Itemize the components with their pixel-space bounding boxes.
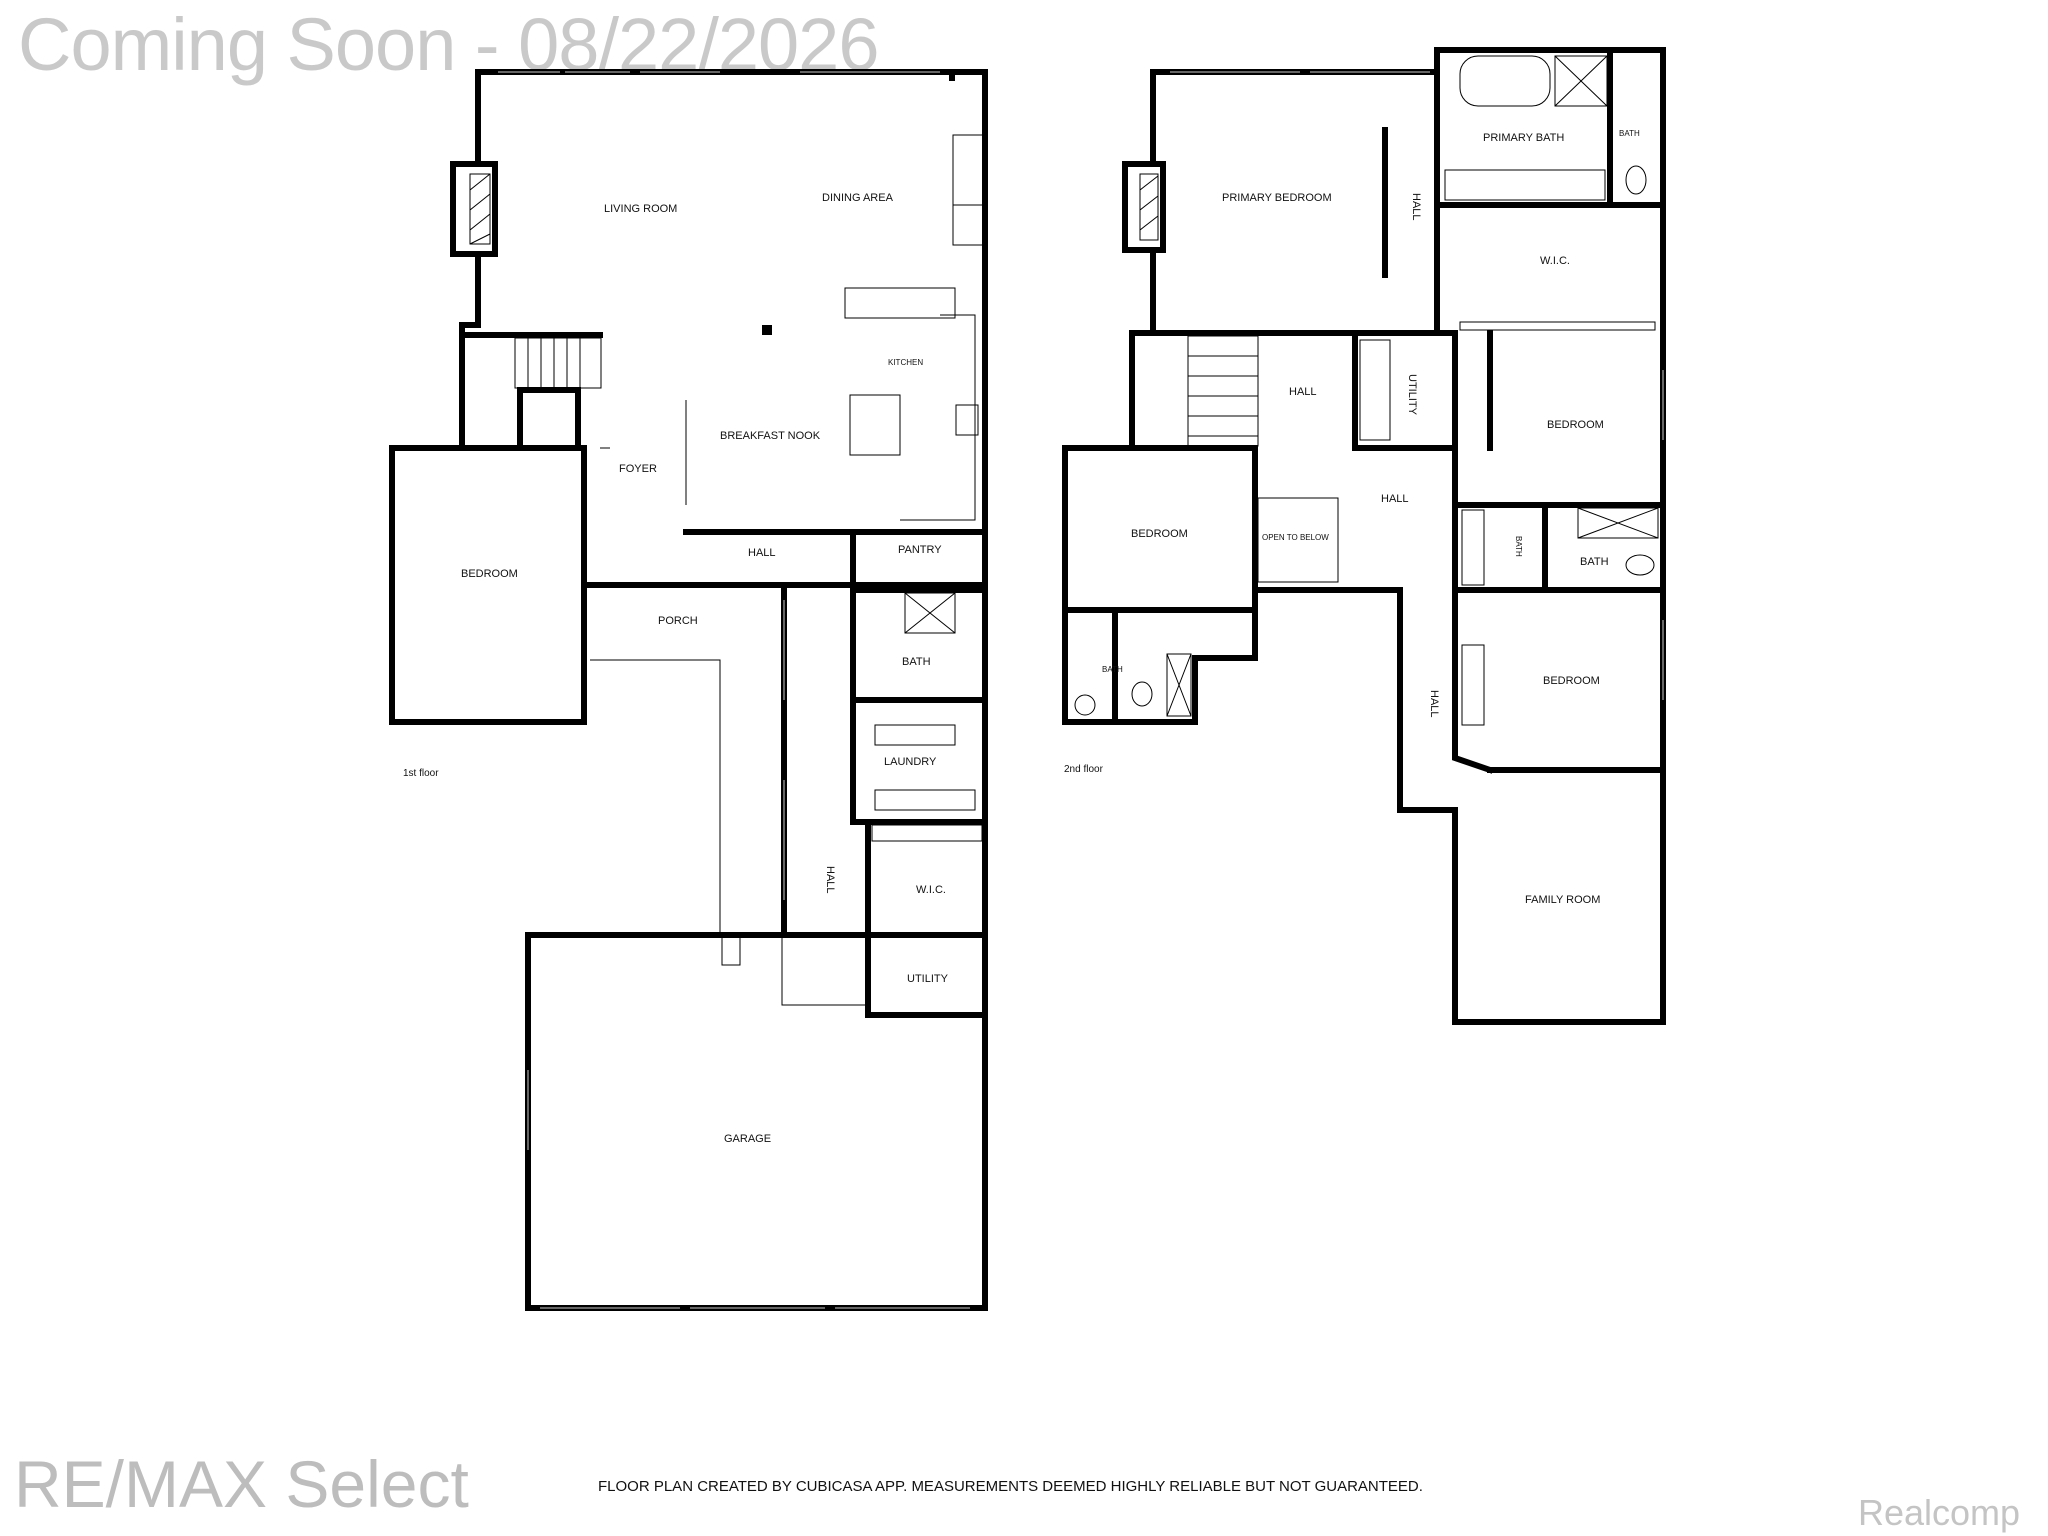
- fireplace-icon: [450, 161, 498, 257]
- room-label-porch: PORCH: [658, 615, 698, 627]
- stairs-icon: [514, 337, 602, 389]
- open-to-below-area: [1257, 497, 1339, 583]
- bathtub-icon: [1459, 55, 1551, 107]
- room-label-living-room: LIVING ROOM: [604, 203, 677, 215]
- room-label-utility: UTILITY: [907, 973, 949, 985]
- floor-label-second: 2nd floor: [1064, 764, 1104, 775]
- room-label-foyer: FOYER: [619, 463, 657, 475]
- room-label-dining-area: DINING AREA: [822, 192, 894, 204]
- room-label-family-room: FAMILY ROOM: [1525, 894, 1600, 906]
- stairs-icon-2: [1187, 335, 1259, 447]
- brand-watermark: RE/MAX Select: [14, 1447, 469, 1521]
- room-label-bedroom: BEDROOM: [461, 568, 518, 580]
- room-label-hall-2: HALL: [824, 866, 836, 894]
- room-label-wic-2: W.I.C.: [1540, 255, 1570, 267]
- room-label-bedroom-east-2: BEDROOM: [1543, 675, 1600, 687]
- room-label-hall-top: HALL: [1410, 193, 1422, 221]
- room-label-bath-west: BATH: [1102, 665, 1123, 674]
- room-label-hall-vertical: HALL: [1428, 690, 1440, 718]
- room-label-bedroom-east-1: BEDROOM: [1547, 419, 1604, 431]
- shower-icon-3: [1166, 653, 1192, 717]
- room-label-wic: W.I.C.: [916, 884, 946, 896]
- second-floor-plan: PRIMARY BEDROOM PRIMARY BATH BATH HALL W…: [1062, 47, 1666, 1025]
- room-label-laundry: LAUNDRY: [884, 756, 937, 768]
- room-label-hall-stairs: HALL: [1289, 386, 1317, 398]
- toilet-icon: [1625, 165, 1647, 195]
- source-watermark: Realcomp: [1858, 1492, 2021, 1533]
- room-label-utility-2: UTILITY: [1406, 374, 1418, 416]
- shower-icon-2: [1554, 55, 1608, 107]
- room-label-hall-center: HALL: [1381, 493, 1409, 505]
- floor-label-first: 1st floor: [403, 768, 439, 779]
- room-label-bedroom-west: BEDROOM: [1131, 528, 1188, 540]
- room-label-primary-bath: PRIMARY BATH: [1483, 132, 1564, 144]
- room-label-breakfast-nook: BREAKFAST NOOK: [720, 430, 821, 442]
- room-label-bath-mid: BATH: [1580, 556, 1609, 568]
- stove-icon: [955, 404, 979, 436]
- room-label-bath-small: BATH: [1619, 129, 1640, 138]
- room-label-open-to-below: OPEN TO BELOW: [1262, 533, 1329, 542]
- shower-icon-4: [1577, 507, 1659, 539]
- first-floor-plan: LIVING ROOM DINING AREA KITCHEN BREAKFAS…: [389, 69, 988, 1311]
- room-label-hall: HALL: [748, 547, 776, 559]
- room-label-pantry: PANTRY: [898, 544, 942, 556]
- shower-icon: [904, 592, 956, 634]
- kitchen-island: [849, 394, 901, 456]
- room-label-bath: BATH: [902, 656, 931, 668]
- room-label-kitchen: KITCHEN: [888, 358, 923, 367]
- room-label-primary-bedroom: PRIMARY BEDROOM: [1222, 192, 1332, 204]
- room-label-bath-mid-vertical: BATH: [1514, 536, 1523, 557]
- room-label-garage: GARAGE: [724, 1133, 771, 1145]
- disclaimer-text: FLOOR PLAN CREATED BY CUBICASA APP. MEAS…: [598, 1478, 1423, 1495]
